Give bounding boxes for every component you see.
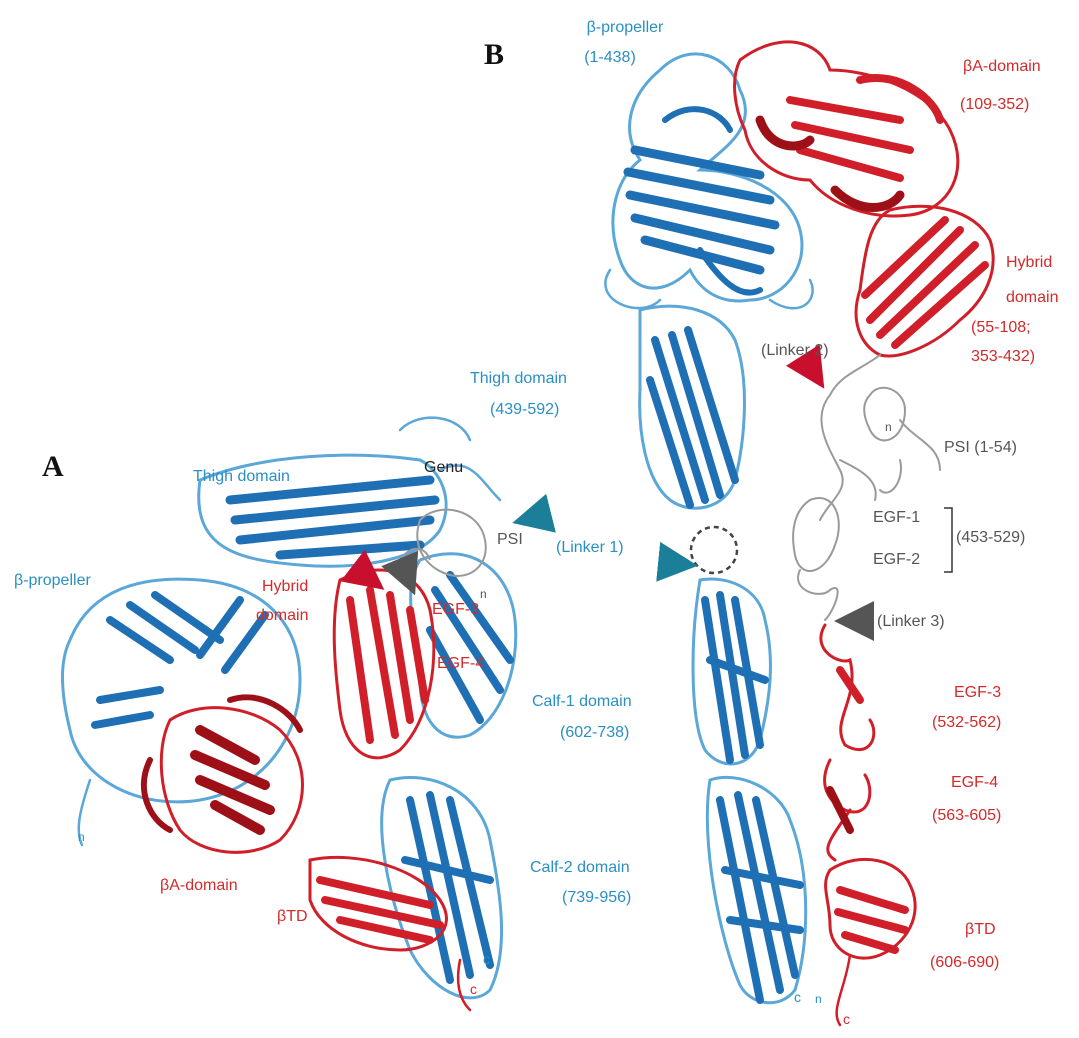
b-calf1-ribbon (693, 579, 770, 764)
b-thigh-name: Thigh domain (470, 369, 567, 388)
b-btd-range: (606-690) (930, 953, 999, 972)
b-egf2-label: EGF-2 (873, 550, 920, 569)
a-hybrid-line2: domain (256, 606, 308, 625)
b-c-beta: c (843, 1010, 850, 1029)
b-psi-egf-ribbon (793, 355, 940, 620)
b-n-label: n (885, 418, 892, 437)
b-propeller-range: (1-438) (560, 48, 660, 67)
a-n-alpha: n (78, 828, 85, 847)
b-egf4-name: EGF-4 (951, 773, 998, 792)
a-beta-ribbon (144, 570, 470, 1010)
a-psi-label: PSI (497, 530, 523, 549)
a-genu-label: Genu (424, 458, 463, 477)
b-thigh-range: (439-592) (490, 400, 559, 419)
b-hybrid-line1: Hybrid (1006, 253, 1052, 272)
b-linker2-label: (Linker 2) (761, 341, 829, 360)
panel-a-letter: A (42, 450, 64, 484)
b-egf12-range: (453-529) (956, 528, 1025, 547)
arrow-icon (365, 575, 378, 585)
a-n-beta: n (480, 585, 487, 604)
bracket-icon (944, 508, 952, 572)
arrow-icon (660, 562, 690, 565)
b-propeller-name: β-propeller (560, 18, 690, 37)
b-n-beta: n (815, 990, 822, 1009)
a-hybrid-line1: Hybrid (262, 577, 308, 596)
panel-b-letter: B (484, 38, 504, 72)
b-egf34-btd-ribbon (821, 625, 915, 1025)
b-linker1-label: (Linker 1) (556, 538, 624, 557)
b-hybrid-line4: 353-432) (971, 347, 1035, 366)
arrow-icon (806, 360, 820, 382)
b-calf2-ribbon (707, 777, 805, 1002)
b-ba-domain-name: βA-domain (963, 57, 1041, 76)
b-hybrid-line2: domain (1006, 288, 1058, 307)
b-calf2-range: (739-956) (562, 888, 631, 907)
a-propeller-label: β-propeller (14, 571, 91, 590)
b-hybrid-line3: (55-108; (971, 318, 1031, 337)
dashed-circle-icon (691, 527, 737, 573)
a-c-alpha: c (483, 950, 490, 969)
b-ba-domain-range: (109-352) (960, 95, 1029, 114)
b-propeller-ribbon (605, 54, 812, 308)
a-egf4-label: EGF-4 (437, 654, 484, 673)
b-egf3-name: EGF-3 (954, 683, 1001, 702)
arrow-icon (520, 514, 548, 521)
b-calf1-range: (602-738) (560, 723, 629, 742)
b-egf3-range: (532-562) (932, 713, 1001, 732)
a-c-beta: c (470, 980, 477, 999)
a-btd-label: βTD (277, 907, 308, 926)
b-linker3-label: (Linker 3) (877, 612, 945, 631)
a-ba-domain-label: βA-domain (160, 876, 238, 895)
b-calf1-name: Calf-1 domain (532, 692, 632, 711)
a-egf3-label: EGF-3 (432, 600, 479, 619)
b-egf1-label: EGF-1 (873, 508, 920, 527)
b-egf4-range: (563-605) (932, 806, 1001, 825)
b-thigh-ribbon (640, 306, 745, 508)
b-btd-name: βTD (965, 920, 996, 939)
b-calf2-name: Calf-2 domain (530, 858, 630, 877)
b-c-alpha: c (794, 988, 801, 1007)
b-psi-label: PSI (1-54) (944, 438, 1017, 457)
a-thigh-label: Thigh domain (193, 467, 290, 486)
